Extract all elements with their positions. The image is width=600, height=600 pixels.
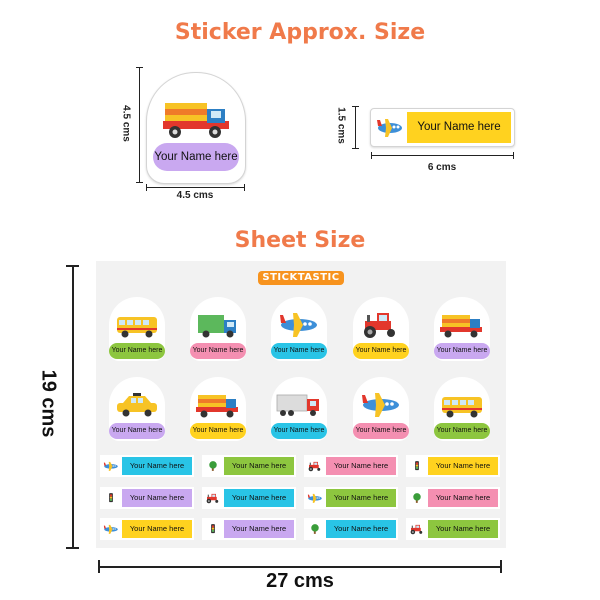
rect-sticker-name: Your Name here: [428, 520, 498, 538]
rect-sticker: Your Name here: [202, 487, 296, 509]
sheet-width-label: 27 cms: [266, 570, 334, 592]
small-width-label: 6 cms: [427, 162, 457, 173]
rect-sticker-name: Your Name here: [122, 520, 192, 538]
airplane-icon: [280, 313, 317, 337]
school-bus-icon: [442, 397, 482, 418]
tractor-icon: [206, 493, 219, 504]
round-sticker-name: Your Name here: [434, 423, 490, 439]
rect-sticker: Your Name here: [100, 487, 194, 509]
big-height-tick-bottom: [136, 182, 143, 183]
tree-icon: [209, 461, 217, 471]
rect-sticker: Your Name here: [304, 518, 398, 540]
dump-truck-icon: [196, 395, 238, 418]
big-height-line: [139, 67, 140, 182]
sheet-width-line: [99, 566, 501, 568]
rect-sticker: Your Name here: [100, 518, 194, 540]
rect-sticker: Your Name here: [304, 455, 398, 477]
rect-sticker: Your Name here: [304, 487, 398, 509]
big-sticker: Your Name here: [146, 72, 246, 184]
traffic-light-icon: [109, 493, 113, 503]
round-sticker-name: Your Name here: [190, 423, 246, 439]
dump-truck-icon: [163, 103, 229, 138]
airplane-icon: [103, 524, 118, 534]
big-height-label: 4.5 cms: [120, 105, 132, 142]
big-height-tick-top: [136, 67, 143, 68]
sheet-size-title: Sheet Size: [234, 228, 366, 253]
small-width-tick-left: [371, 152, 372, 159]
airplane-icon: [103, 461, 118, 471]
rect-sticker-name: Your Name here: [224, 457, 294, 475]
round-sticker-name: Your Name here: [109, 423, 165, 439]
round-sticker-name: Your Name here: [109, 343, 165, 359]
rect-sticker-name: Your Name here: [326, 489, 396, 507]
tractor-icon: [410, 524, 423, 535]
round-sticker-name: Your Name here: [434, 343, 490, 359]
rect-sticker-name: Your Name here: [428, 489, 498, 507]
rect-sticker: Your Name here: [406, 487, 500, 509]
rect-sticker-name: Your Name here: [326, 457, 396, 475]
big-width-label: 4.5 cms: [176, 190, 214, 201]
airplane-icon: [307, 493, 322, 503]
rect-sticker-name: Your Name here: [224, 489, 294, 507]
small-sticker: Your Name here: [370, 108, 515, 147]
rect-sticker-name: Your Name here: [428, 457, 498, 475]
tree-icon: [311, 524, 319, 534]
big-width-line: [146, 187, 244, 188]
delivery-truck-icon: [198, 315, 236, 338]
big-width-tick-left: [146, 184, 147, 191]
rect-sticker-name: Your Name here: [122, 457, 192, 475]
rect-sticker: Your Name here: [406, 455, 500, 477]
sticker-size-title: Sticker Approx. Size: [174, 20, 426, 45]
brand-logo: STICKTASTIC: [258, 271, 344, 285]
airplane-icon: [362, 393, 399, 417]
small-width-line: [371, 155, 513, 156]
big-width-tick-right: [244, 184, 245, 191]
rect-sticker: Your Name here: [100, 455, 194, 477]
semi-truck-icon: [276, 394, 319, 416]
small-height-line: [355, 106, 356, 148]
tractor-icon: [364, 313, 395, 338]
rect-sticker-name: Your Name here: [122, 489, 192, 507]
sheet-height-tick-top: [66, 265, 79, 267]
small-width-tick-right: [513, 152, 514, 159]
school-bus-icon: [117, 317, 157, 338]
round-sticker-name: Your Name here: [190, 343, 246, 359]
taxi-icon: [117, 393, 157, 417]
sheet-height-tick-bottom: [66, 547, 79, 549]
rect-sticker-name: Your Name here: [224, 520, 294, 538]
big-sticker-name-pill: Your Name here: [153, 143, 239, 171]
small-height-tick-bottom: [352, 148, 359, 149]
round-sticker-name: Your Name here: [353, 423, 409, 439]
rect-sticker: Your Name here: [202, 455, 296, 477]
sheet-height-line: [72, 265, 74, 548]
rect-sticker: Your Name here: [202, 518, 296, 540]
rect-sticker: Your Name here: [406, 518, 500, 540]
round-sticker-name: Your Name here: [271, 343, 327, 359]
rect-sticker-name: Your Name here: [326, 520, 396, 538]
tractor-icon: [308, 461, 321, 472]
airplane-icon: [377, 119, 402, 137]
small-height-tick-top: [352, 106, 359, 107]
traffic-light-icon: [211, 524, 215, 534]
traffic-light-icon: [415, 461, 419, 471]
small-sticker-name-label: Your Name here: [407, 112, 511, 143]
dump-truck-icon: [440, 315, 482, 338]
round-sticker-name: Your Name here: [353, 343, 409, 359]
sheet-width-tick-left: [98, 560, 100, 573]
sheet-height-label: 19 cms: [37, 369, 60, 438]
tree-icon: [413, 493, 421, 503]
small-height-label: 1.5 cms: [335, 107, 347, 144]
round-sticker-name: Your Name here: [271, 423, 327, 439]
sheet-width-tick-right: [500, 560, 502, 573]
